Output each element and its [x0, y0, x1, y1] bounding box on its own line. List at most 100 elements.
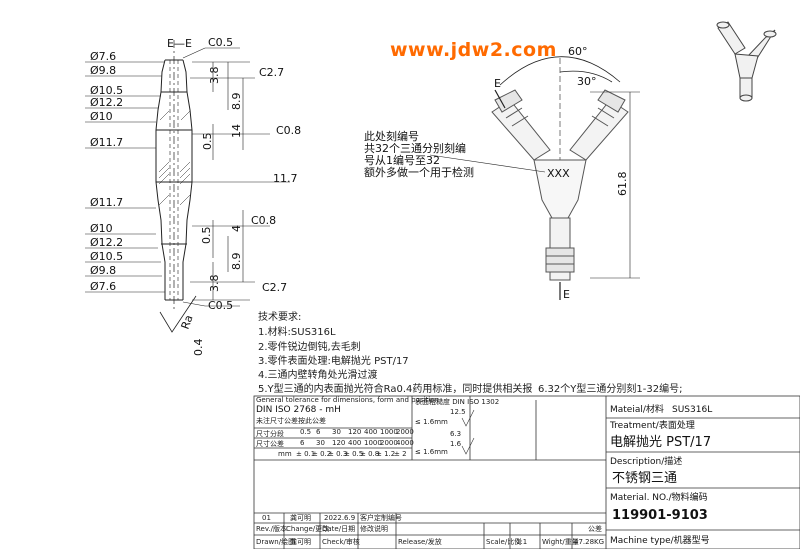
- release-label: Release/发放: [398, 537, 442, 546]
- angle-30: 30°: [577, 75, 597, 88]
- tol-0: ± 0.1: [296, 450, 315, 458]
- dim-d9-8-top: Ø9.8: [90, 64, 116, 77]
- tech-req-4: 4.三通内壁转角处光滑过渡: [258, 368, 378, 381]
- range-lo-3: 120: [348, 428, 361, 436]
- dim-d10-5-top: Ø10.5: [90, 84, 123, 97]
- tol-row-label-2: 尺寸公差: [256, 439, 284, 448]
- rev-number: 01: [262, 514, 271, 522]
- range-lo-6: 2000: [396, 428, 414, 436]
- weight-value: 47.28KG: [574, 538, 604, 546]
- treatment-value: 电解抛光 PST/17: [610, 435, 711, 450]
- dim-d10-top: Ø10: [90, 110, 113, 123]
- tol-label: 公差: [588, 524, 602, 533]
- tol-4: ± 0.8: [360, 450, 379, 458]
- drawn-label: Drawn/绘图: [256, 537, 295, 546]
- len-14: 14: [230, 124, 243, 138]
- height-61-8: 61.8: [616, 172, 629, 197]
- len-3-8-bottom: 3.8: [208, 275, 221, 293]
- tol-3: ± 0.5: [344, 450, 363, 458]
- front-view: [429, 56, 640, 300]
- c27-bottom: C2.7: [262, 281, 287, 294]
- treatment-label: Treatment/表面处理: [609, 419, 695, 431]
- tech-req-title: 技术要求:: [258, 310, 301, 323]
- c08-top: C0.8: [276, 124, 301, 137]
- surface-note-2: ≤ 1.6mm: [415, 448, 448, 456]
- section-mark-bottom: E: [563, 288, 570, 301]
- tech-req-2: 2.零件锐边倒钝,去毛刺: [258, 340, 361, 353]
- ra-value: 0.4: [192, 339, 205, 357]
- check-label: Check/审核: [322, 537, 360, 546]
- rev-by: 龚可明: [290, 513, 311, 522]
- surface-b: 6.3: [450, 430, 461, 438]
- tol-title-2: DIN ISO 2768 - mH: [256, 405, 341, 415]
- dim-d12-2-top: Ø12.2: [90, 96, 123, 109]
- range-hi-6: 4000: [396, 439, 414, 447]
- range-hi-5: 2000: [380, 439, 398, 447]
- engrave-note-line-2: 共32个三通分别刻编: [364, 141, 466, 155]
- len-0-5-bottom: 0.5: [200, 227, 213, 245]
- tol-title-3: 未注尺寸公差按此公差: [256, 416, 326, 425]
- tech-req-6: 6.32个Y型三通分别刻1-32编号;: [538, 382, 682, 395]
- surface-title: 表面粗糙度 DIN ISO 1302: [415, 397, 499, 406]
- len-8-9-bottom: 8.9: [230, 253, 243, 271]
- range-hi-2: 120: [332, 439, 345, 447]
- len-8-9-top: 8.9: [230, 93, 243, 111]
- c08-bottom: C0.8: [251, 214, 276, 227]
- engrave-note-line-1: 此处刻编号: [364, 129, 419, 143]
- weight-label: Wight/重量: [542, 538, 579, 546]
- len-11-7: 11.7: [273, 172, 298, 185]
- scale-value: 1:1: [516, 538, 527, 546]
- range-lo-2: 30: [332, 428, 341, 436]
- dim-d7-6-bottom: Ø7.6: [90, 280, 116, 293]
- dim-d9-8-bottom: Ø9.8: [90, 264, 116, 277]
- rev-header-change: Change/更改: [286, 524, 329, 533]
- c27-top: C2.7: [259, 66, 284, 79]
- tech-req-5: 5.Y型三通的内表面抛光符合Ra0.4药用标准，同时提供相关报: [258, 382, 532, 395]
- len-3-8-top: 3.8: [208, 67, 221, 85]
- tol-unit: mm: [278, 450, 292, 458]
- len-4: 4: [230, 225, 243, 232]
- description-value: 不锈钢三通: [612, 471, 677, 486]
- section-mark-top: E: [494, 77, 501, 90]
- rev-header-date: Date/日期: [322, 525, 355, 533]
- material-label: Mateial/材料: [610, 403, 664, 415]
- tol-row-label-1: 尺寸分段: [256, 429, 284, 438]
- range-lo-5: 1000: [380, 428, 398, 436]
- marking-xxx: XXX: [547, 167, 570, 180]
- section-view: [85, 40, 290, 333]
- surface-note-1: ≤ 1.6mm: [415, 418, 448, 426]
- section-label: E—E: [167, 37, 192, 50]
- tol-2: ± 0.3: [328, 450, 347, 458]
- description-label: Description/描述: [610, 455, 682, 467]
- surface-a: 12.5: [450, 408, 466, 416]
- dim-d7-6-top: Ø7.6: [90, 50, 116, 63]
- range-hi-4: 1000: [364, 439, 382, 447]
- dim-d11-7-bottom: Ø11.7: [90, 196, 123, 209]
- iso-thumbnail: [716, 21, 777, 102]
- tol-6: ± 2: [394, 450, 407, 458]
- tech-req-1: 1.材料:SUS316L: [258, 325, 336, 338]
- scale-label: Scale/比例: [486, 537, 521, 546]
- tech-req-3: 3.零件表面处理:电解抛光 PST/17: [258, 354, 409, 367]
- watermark: www.jdw2.com: [390, 39, 557, 61]
- tol-1: ± 0.2: [312, 450, 331, 458]
- rev-header-desc: 修改说明: [360, 524, 388, 533]
- range-hi-1: 30: [316, 439, 325, 447]
- surface-c: 1.6: [450, 440, 462, 448]
- angle-60: 60°: [568, 45, 588, 58]
- drawn-by: 龚可明: [290, 537, 311, 546]
- engrave-note-line-3: 号从1编号至32: [364, 153, 440, 167]
- rev-desc: 客户定制编号: [360, 513, 402, 522]
- dim-d11-7-top: Ø11.7: [90, 136, 123, 149]
- ra-label: Ra: [179, 313, 196, 331]
- tol-5: ± 1.2: [376, 450, 395, 458]
- range-hi-3: 400: [348, 439, 361, 447]
- roughness-symbols: [461, 409, 475, 455]
- dim-d10-5-bottom: Ø10.5: [90, 250, 123, 263]
- dim-d10-bottom: Ø10: [90, 222, 113, 235]
- chamfer-bottom: C0.5: [208, 299, 233, 312]
- dim-d12-2-bottom: Ø12.2: [90, 236, 123, 249]
- rev-date: 2022.6.9: [324, 514, 355, 522]
